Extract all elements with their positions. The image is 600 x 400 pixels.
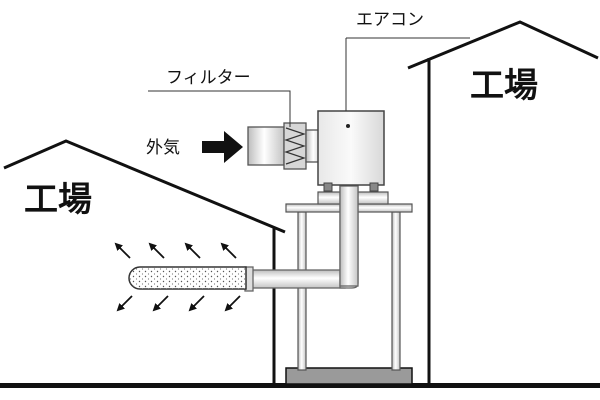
diagonal-arrow-icon [220, 242, 237, 259]
filter-label: フィルター [166, 68, 251, 88]
duct [239, 185, 359, 292]
right-factory-label: 工場 [470, 66, 538, 106]
diagonal-arrow-icon [184, 242, 201, 259]
diagonal-arrow-icon [114, 242, 131, 259]
diagonal-arrow-icon [188, 295, 205, 312]
filter-leader-line [148, 90, 291, 127]
left-factory-label: 工場 [24, 180, 92, 220]
airflow-arrows [114, 242, 241, 312]
left-factory-outline [3, 139, 286, 383]
air-conditioner-unit [317, 110, 385, 192]
arrow-right-icon [202, 131, 243, 163]
air-conditioner-label: エアコン [356, 10, 424, 30]
filter-unit [247, 122, 323, 170]
ground-line [0, 383, 600, 388]
outside-air-label: 外気 [146, 138, 180, 158]
base-plate [285, 367, 413, 385]
diffuser-tube [128, 266, 247, 290]
diagonal-arrow-icon [116, 295, 133, 312]
diagonal-arrow-icon [224, 295, 241, 312]
diagonal-arrow-icon [148, 242, 165, 259]
right-factory-outline [407, 20, 599, 383]
diagonal-arrow-icon [152, 295, 169, 312]
